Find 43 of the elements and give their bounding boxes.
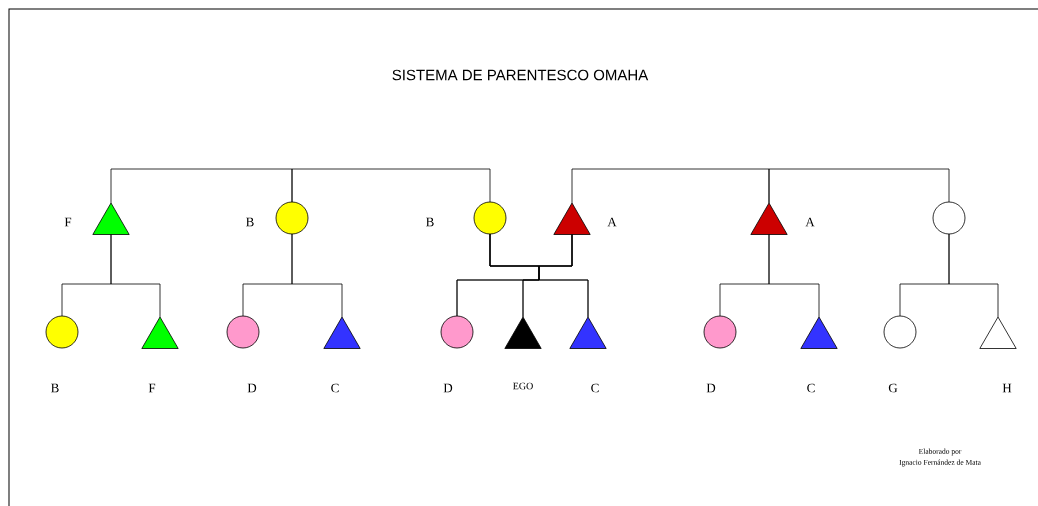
kin-letter: B <box>426 217 434 227</box>
kin-letter: C <box>331 383 339 393</box>
kin-letter: D <box>706 383 716 393</box>
triangle-symbol <box>979 316 1017 349</box>
kin-letter: A <box>805 217 815 227</box>
title: SISTEMA DE PARENTESCO OMAHA <box>392 69 649 81</box>
kin-letter: G <box>888 383 898 393</box>
circle-symbol <box>226 315 260 349</box>
sibling-line <box>110 168 293 204</box>
kin-letter: C <box>591 383 599 393</box>
triangle-symbol <box>504 316 542 349</box>
kin-letter: D <box>247 383 257 393</box>
descent-line <box>291 233 343 318</box>
circle-symbol <box>883 315 917 349</box>
triangle-symbol <box>750 202 788 235</box>
sibling-line <box>768 168 950 204</box>
circle-symbol <box>275 201 309 235</box>
kin-letter: C <box>807 383 815 393</box>
triangle-symbol <box>92 202 130 235</box>
triangle-symbol <box>323 316 361 349</box>
descent-line <box>768 234 820 318</box>
circle-symbol <box>473 201 507 235</box>
kin-letter: H <box>1002 383 1012 393</box>
descent-line <box>110 234 161 318</box>
circle-symbol <box>703 315 737 349</box>
kin-letter: B <box>51 383 59 393</box>
sibling-line <box>571 168 770 204</box>
triangle-symbol <box>800 316 838 349</box>
circle-symbol <box>932 201 966 235</box>
circle-symbol <box>45 315 79 349</box>
sibling-line <box>291 168 491 203</box>
triangle-symbol <box>569 316 607 349</box>
kin-letter: A <box>607 217 617 227</box>
descent-line <box>538 234 589 318</box>
triangle-symbol <box>553 202 591 235</box>
triangle-symbol <box>141 316 179 349</box>
descent-line <box>948 233 999 318</box>
circle-symbol <box>440 315 474 349</box>
kin-letter: F <box>64 217 72 227</box>
kin-letter: B <box>246 217 254 227</box>
kin-letter: EGO <box>513 382 533 390</box>
kin-letter: D <box>443 383 453 393</box>
kin-letter: F <box>148 383 156 393</box>
